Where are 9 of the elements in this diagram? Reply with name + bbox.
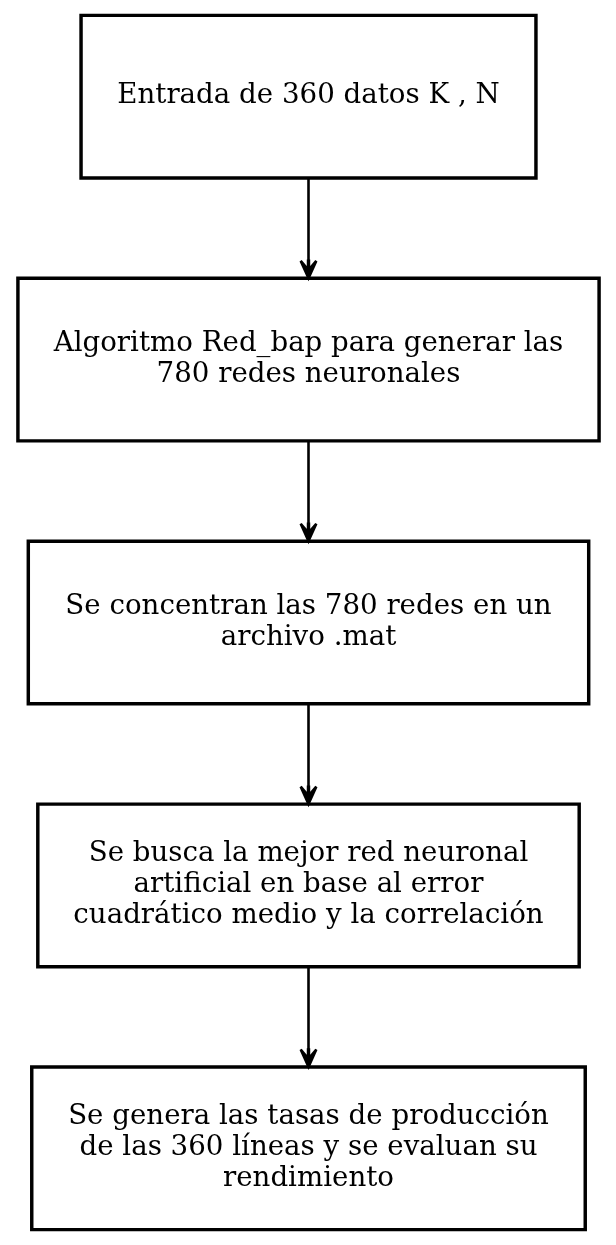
node-box: Entrada de 360 datos K , N bbox=[78, 13, 538, 180]
arrow bbox=[298, 967, 318, 1069]
node-box: Se busca la mejor red neuronal artificial en base al error cuadrático medio y la correlación bbox=[35, 802, 581, 969]
arrow bbox=[298, 441, 318, 543]
node-box: Se concentran las 780 redes en un archivo .mat bbox=[26, 539, 590, 706]
arrow bbox=[298, 178, 318, 280]
node-box: Se genera las tasas de producción de las 360 líneas y se evaluan su rendimiento bbox=[29, 1065, 587, 1232]
arrow bbox=[298, 704, 318, 806]
node-box: Algoritmo Red_bap para generar las 780 redes neuronales bbox=[15, 276, 601, 443]
